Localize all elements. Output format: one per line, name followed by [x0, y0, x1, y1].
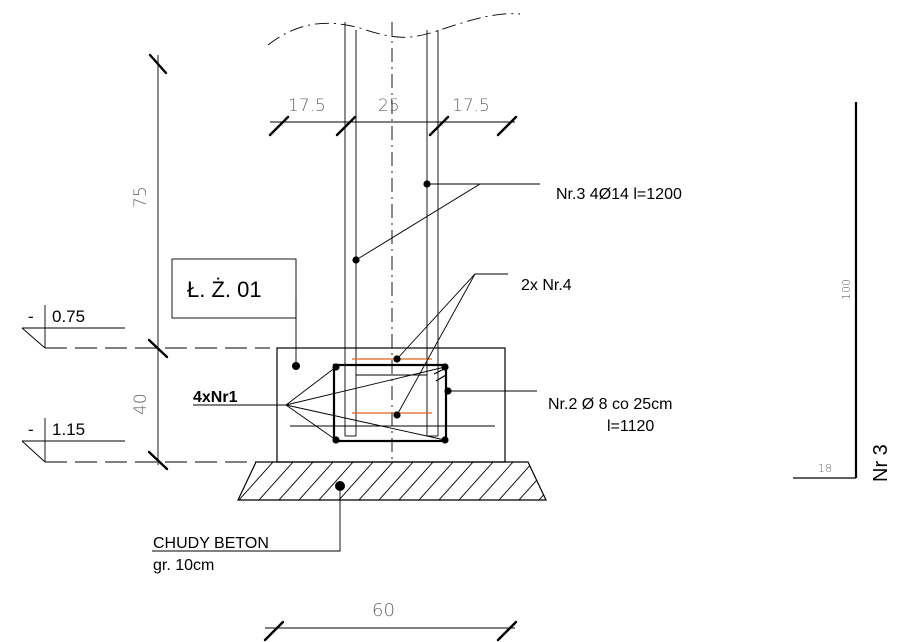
label-lean-concrete-thickness: gr. 10cm	[153, 557, 214, 574]
level-upper-value: 0.75	[52, 307, 85, 326]
column	[344, 22, 439, 462]
bar-shape-nr3: 100 18 Nr 3	[793, 102, 892, 482]
dim-vert-lower: 40	[131, 393, 151, 415]
dim-top-left: 17.5	[288, 96, 326, 116]
element-tag: Ł. Ż. 01	[171, 258, 300, 370]
level-mark-lower: - 1.15	[21, 418, 125, 463]
dim-bottom-width: 60	[372, 600, 395, 621]
bottom-dimension-line: 60	[263, 600, 518, 642]
footing	[276, 347, 506, 463]
leader-nr4: 2x Nr.4	[393, 273, 572, 419]
leader-nr2: Nr.2 Ø 8 co 25cm l=1120	[444, 387, 673, 435]
label-nr3: Nr.3 4Ø14 l=1200	[556, 186, 682, 203]
leader-nr1: 4xNr1	[193, 366, 446, 441]
lean-concrete-base	[152, 461, 547, 552]
dim-top-right: 17.5	[452, 96, 490, 116]
label-nr2-line2: l=1120	[607, 418, 654, 435]
column-break-line	[267, 13, 521, 46]
level-lower-value: 1.15	[52, 420, 85, 439]
dim-vert-upper: 75	[131, 186, 151, 208]
leader-nr3: Nr.3 4Ø14 l=1200	[352, 180, 682, 264]
bar-shape-title: Nr 3	[870, 444, 892, 482]
level-mark-upper: - 0.75	[21, 305, 125, 349]
dim-top-mid: 25	[378, 96, 400, 116]
label-lean-concrete: CHUDY BETON	[153, 535, 269, 552]
level-upper-sign: -	[28, 307, 34, 326]
label-nr4: 2x Nr.4	[521, 277, 572, 294]
dim-right-length: 100	[840, 279, 853, 300]
top-dimension-line: 17.5 25 17.5	[268, 96, 518, 137]
element-tag-label: Ł. Ż. 01	[187, 277, 262, 302]
dim-right-hook: 18	[818, 462, 832, 475]
level-lower-sign: -	[28, 420, 34, 439]
label-nr1: 4xNr1	[193, 389, 238, 406]
label-nr2-line1: Nr.2 Ø 8 co 25cm	[548, 396, 673, 413]
left-vertical-dimension: 75 40	[45, 53, 270, 471]
